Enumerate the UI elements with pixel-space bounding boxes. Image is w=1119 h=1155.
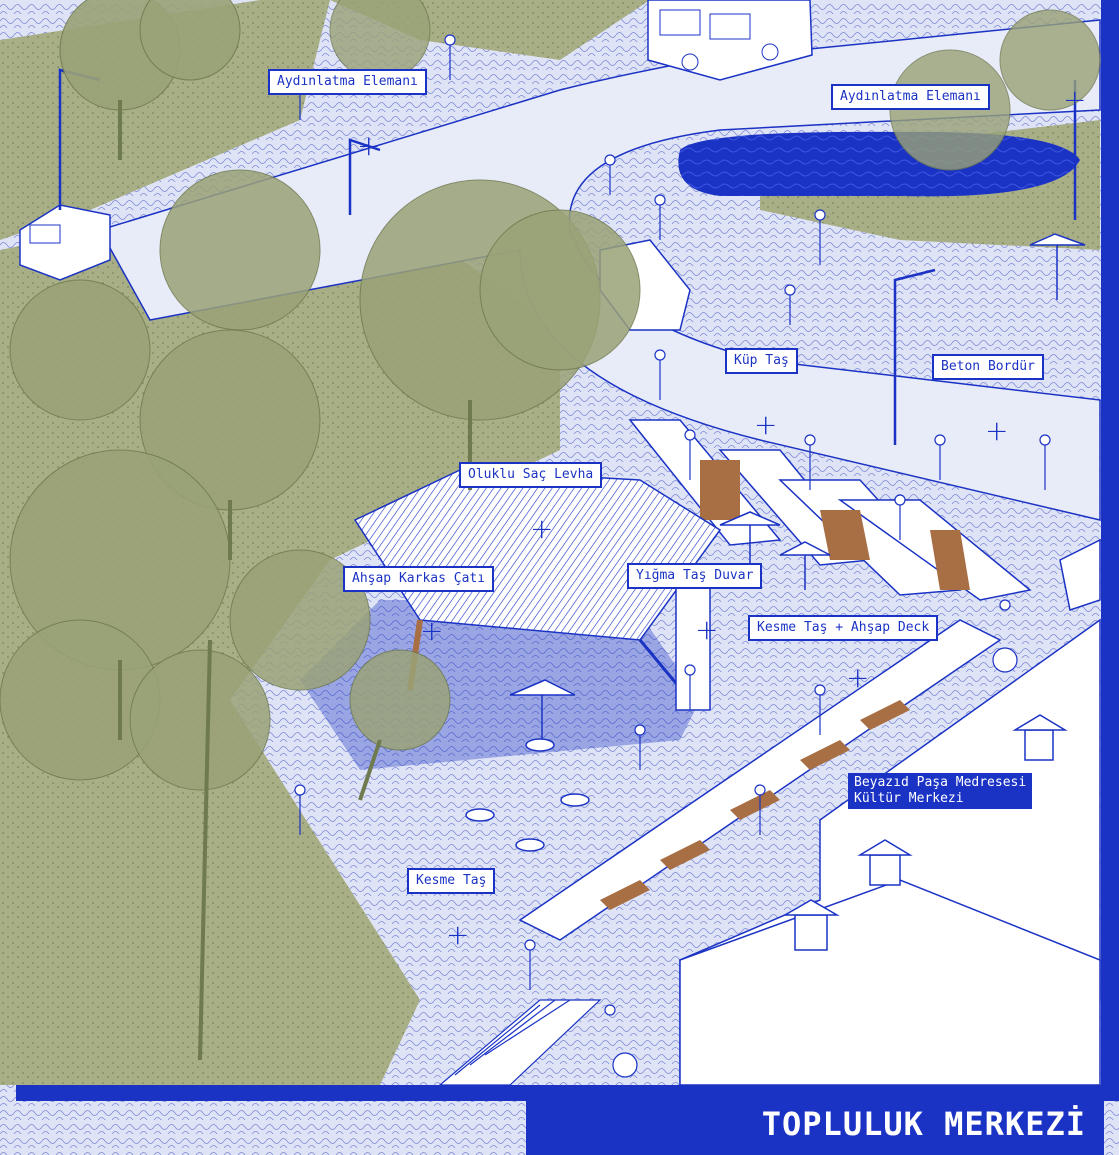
medrese-buildings — [679, 538, 1101, 1101]
pond — [678, 131, 1080, 197]
tree-canopies — [0, 0, 1101, 791]
terraced-seating — [628, 419, 1032, 601]
label-aydinlatma-elemani-2: Aydınlatma Elemanı — [831, 84, 990, 110]
plus-icon: + — [985, 414, 1009, 447]
label-medrese-kultur-merkezi: Beyazıd Paşa Medresesi Kültür Merkezi — [848, 773, 1033, 809]
plus-icon: + — [846, 661, 870, 694]
plus-icon: + — [446, 918, 470, 951]
label-oluklu-sac-levha: Oluklu Saç Levha — [459, 462, 603, 488]
label-kesme-tas: Kesme Taş — [407, 868, 496, 894]
van — [19, 204, 111, 281]
label-medrese-line1: Beyazıd Paşa Medresesi — [854, 775, 1027, 790]
label-beton-bordur: Beton Bordür — [932, 354, 1044, 380]
stone-deck-walkway — [518, 619, 1002, 941]
tree-trunks — [118, 100, 472, 1061]
label-yigma-tas-duvar: Yığma Taş Duvar — [627, 563, 763, 589]
title-bar: TOPLULUK MERKEZİ — [526, 1097, 1104, 1155]
plus-icon: + — [695, 613, 719, 646]
label-aydinlatma-elemani-1: Aydınlatma Elemanı — [268, 69, 427, 95]
label-medrese-line2: Kültür Merkezi — [854, 791, 964, 806]
label-ahsap-karkas-cati: Ahşap Karkas Çatı — [343, 566, 495, 592]
plus-icon: + — [1063, 83, 1087, 116]
plus-icon: + — [357, 129, 381, 162]
plus-icon: + — [420, 614, 444, 647]
plus-icon: + — [754, 408, 778, 441]
masonry-wall — [675, 579, 711, 711]
people-figures — [294, 34, 1051, 1078]
plus-icon: + — [530, 512, 554, 545]
frame-rule-right — [1101, 0, 1119, 1101]
green-area-left-park — [0, 180, 560, 1085]
label-kup-tas: Küp Taş — [725, 348, 798, 374]
bus — [647, 0, 813, 81]
cafe-umbrellas — [465, 233, 1086, 852]
page-title: TOPLULUK MERKEZİ — [761, 1105, 1086, 1143]
label-kesme-tas-ahsap-deck: Kesme Taş + Ahşap Deck — [748, 615, 939, 641]
